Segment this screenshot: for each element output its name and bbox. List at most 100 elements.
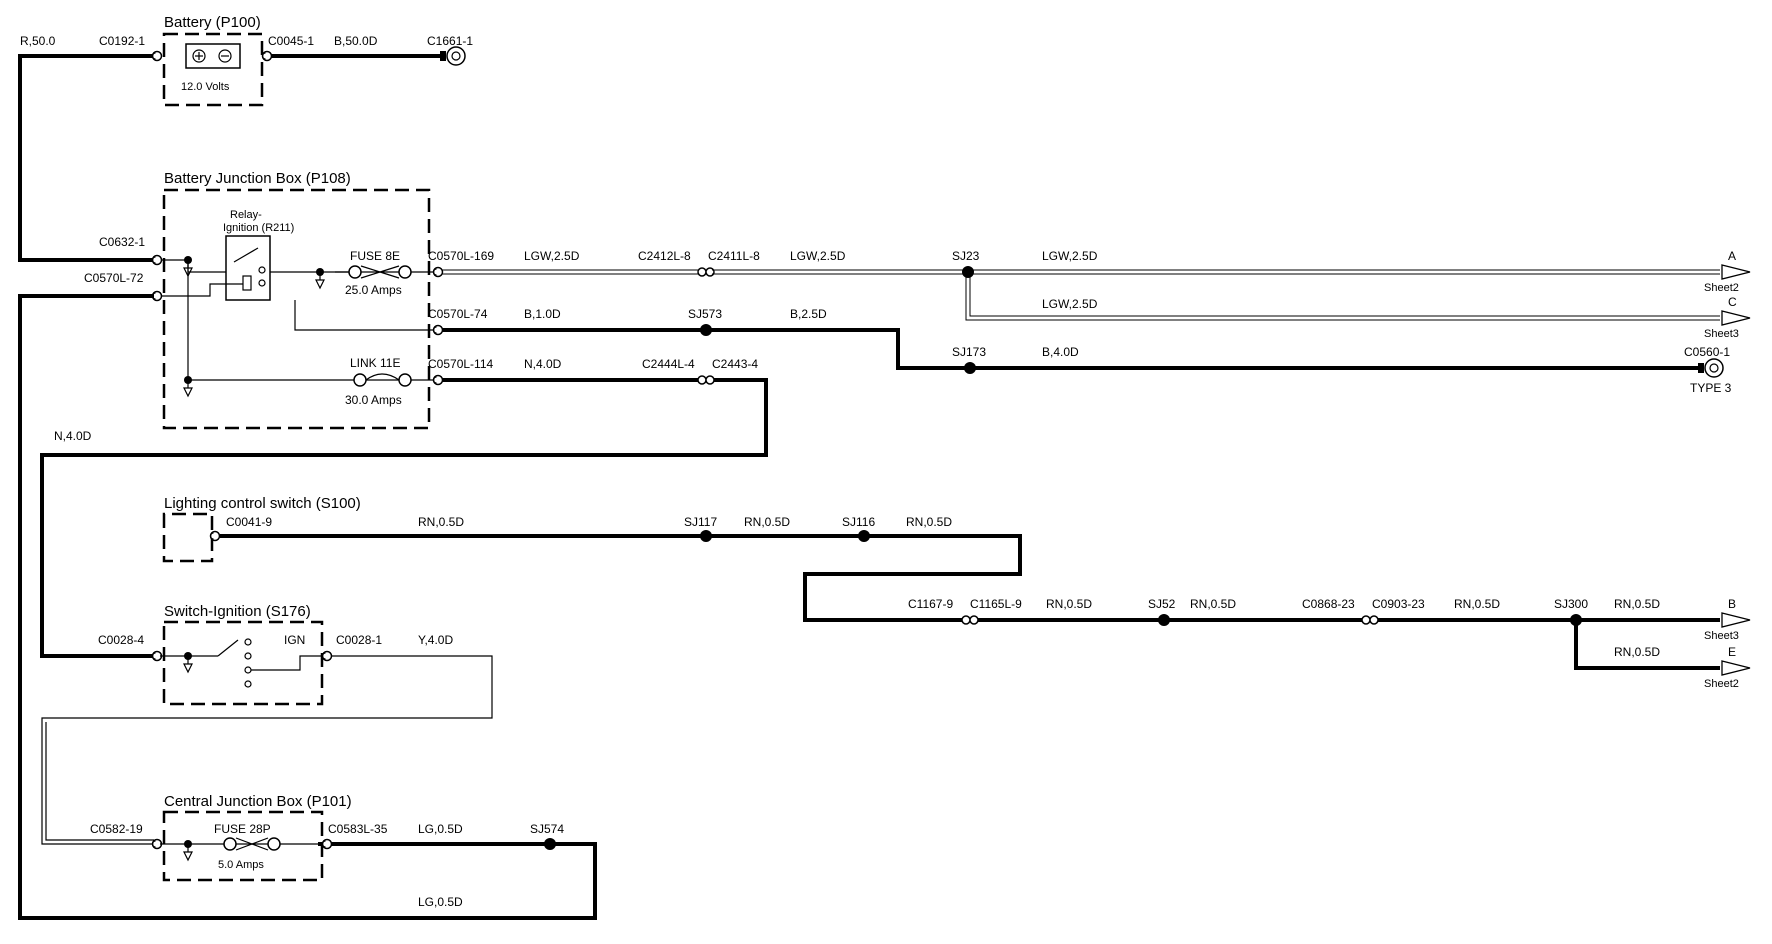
connector-label: C0583L-35 xyxy=(328,822,388,836)
wire-label: RN,0.5D xyxy=(1614,597,1660,611)
fuse-amps: 25.0 Amps xyxy=(345,283,402,297)
offsheet-sheet: Sheet3 xyxy=(1704,630,1739,642)
ign-title: Switch-Ignition (S176) xyxy=(164,603,311,620)
splice-sj173 xyxy=(964,362,976,374)
splice-sj574 xyxy=(544,838,556,850)
inline-connector xyxy=(697,375,715,385)
inline-connector xyxy=(1361,615,1379,625)
connector-pin xyxy=(321,650,333,662)
fuse-icon xyxy=(335,265,435,279)
splice-label: SJ173 xyxy=(952,345,986,359)
splice-sj23 xyxy=(962,266,974,278)
bjb-outline xyxy=(162,188,431,430)
offsheet-letter: B xyxy=(1728,597,1736,611)
wire-label: N,4.0D xyxy=(524,357,562,371)
battery-voltage: 12.0 Volts xyxy=(181,81,230,93)
battery-junction-box-p108: Battery Junction Box (P108) Relay- Ignit… xyxy=(156,170,436,430)
fuse-label: FUSE 28P xyxy=(214,822,271,836)
connector-label: C0028-4 xyxy=(98,633,144,647)
connector-label: C0632-1 xyxy=(99,235,145,249)
wire-y-dbl xyxy=(45,722,154,841)
connector-label: C0903-23 xyxy=(1372,597,1425,611)
ign-label: IGN xyxy=(284,633,305,647)
splice-sj573 xyxy=(700,324,712,336)
splice-label: SJ117 xyxy=(684,515,717,529)
connector-pin xyxy=(151,254,163,266)
wire-label: LGW,2.5D xyxy=(1042,249,1098,263)
connector-label: C0868-23 xyxy=(1302,597,1355,611)
battery-outline xyxy=(162,32,264,107)
battery-p100: Battery (P100) 12.0 Volts xyxy=(162,14,264,107)
lcs-outline xyxy=(162,512,214,563)
wire-label: RN,0.5D xyxy=(1614,645,1660,659)
connector-pin xyxy=(432,266,444,278)
splice-label: SJ116 xyxy=(842,515,875,529)
connector-label: C0560-1 xyxy=(1684,345,1730,359)
wire-label: RN,0.5D xyxy=(1190,597,1236,611)
link-label: LINK 11E xyxy=(350,356,400,370)
wire-lgw-branch xyxy=(965,274,1720,321)
cjb-title: Central Junction Box (P101) xyxy=(164,793,352,810)
connector-label: C0041-9 xyxy=(226,515,272,529)
wire-label: Y,4.0D xyxy=(418,633,453,647)
connector-label: C0045-1 xyxy=(268,34,314,48)
cjb-outline xyxy=(162,810,324,882)
wire-label: RN,0.5D xyxy=(744,515,790,529)
connector-type: TYPE 3 xyxy=(1690,381,1732,395)
lcs-title: Lighting control switch (S100) xyxy=(164,495,361,512)
splice-sj52 xyxy=(1158,614,1170,626)
offsheet-arrow-icon xyxy=(1721,310,1751,326)
offsheet-arrow-icon xyxy=(1721,612,1751,628)
connector-label: C2444L-4 xyxy=(642,357,695,371)
splice-label: SJ300 xyxy=(1554,597,1588,611)
link-icon xyxy=(353,373,412,387)
wire-label: LGW,2.5D xyxy=(1042,297,1098,311)
wire-label: RN,0.5D xyxy=(1454,597,1500,611)
splice-label: SJ52 xyxy=(1148,597,1176,611)
battery-title: Battery (P100) xyxy=(164,14,261,31)
connector-label: C0570L-114 xyxy=(428,357,493,371)
wire-n xyxy=(40,378,768,658)
fuse-amps: 5.0 Amps xyxy=(218,859,264,871)
wire-b xyxy=(442,328,1700,370)
fuse-icon xyxy=(160,837,322,851)
connector-pin xyxy=(151,50,163,62)
wire-label: R,50.0 xyxy=(20,34,56,48)
wire-label: B,2.5D xyxy=(790,307,827,321)
relay-label2: Ignition (R211) xyxy=(223,222,294,234)
connector-label: C0582-19 xyxy=(90,822,143,836)
wire-label: LGW,2.5D xyxy=(524,249,580,263)
splice-label: SJ574 xyxy=(530,822,564,836)
connector-label: C2412L-8 xyxy=(638,249,691,263)
ring-terminal-icon xyxy=(440,46,466,66)
connector-label: C0570L-72 xyxy=(84,271,144,285)
ign-outline xyxy=(162,620,324,706)
connector-label: C2443-4 xyxy=(712,357,758,371)
ring-terminal-icon xyxy=(1698,358,1724,378)
wire-label: B,4.0D xyxy=(1042,345,1079,359)
connector-label: C2411L-8 xyxy=(708,249,760,263)
splice-sj116 xyxy=(858,530,870,542)
connector-label: C1661-1 xyxy=(427,34,473,48)
wire-label: RN,0.5D xyxy=(1046,597,1092,611)
splice-label: SJ573 xyxy=(688,307,722,321)
connector-label: C0192-1 xyxy=(99,34,145,48)
splice-label: SJ23 xyxy=(952,249,980,263)
connector-pin xyxy=(432,374,444,386)
offsheet-letter: A xyxy=(1728,249,1736,263)
wire-label: LG,0.5D xyxy=(418,895,463,909)
relay-label: Relay- xyxy=(230,209,262,221)
connector-label: C1167-9 xyxy=(908,597,953,611)
connector-label: C0570L-169 xyxy=(428,249,494,263)
wire-lgw xyxy=(442,269,700,275)
relay-icon xyxy=(225,235,271,301)
wire-r50 xyxy=(18,54,154,262)
wire-label: RN,0.5D xyxy=(418,515,464,529)
connector-label: C0570L-74 xyxy=(428,307,488,321)
wire-lgw xyxy=(712,269,1720,275)
splice-sj117 xyxy=(700,530,712,542)
offsheet-sheet: Sheet2 xyxy=(1704,678,1739,690)
wire-label: B,50.0D xyxy=(334,34,378,48)
wire-y xyxy=(41,655,493,845)
